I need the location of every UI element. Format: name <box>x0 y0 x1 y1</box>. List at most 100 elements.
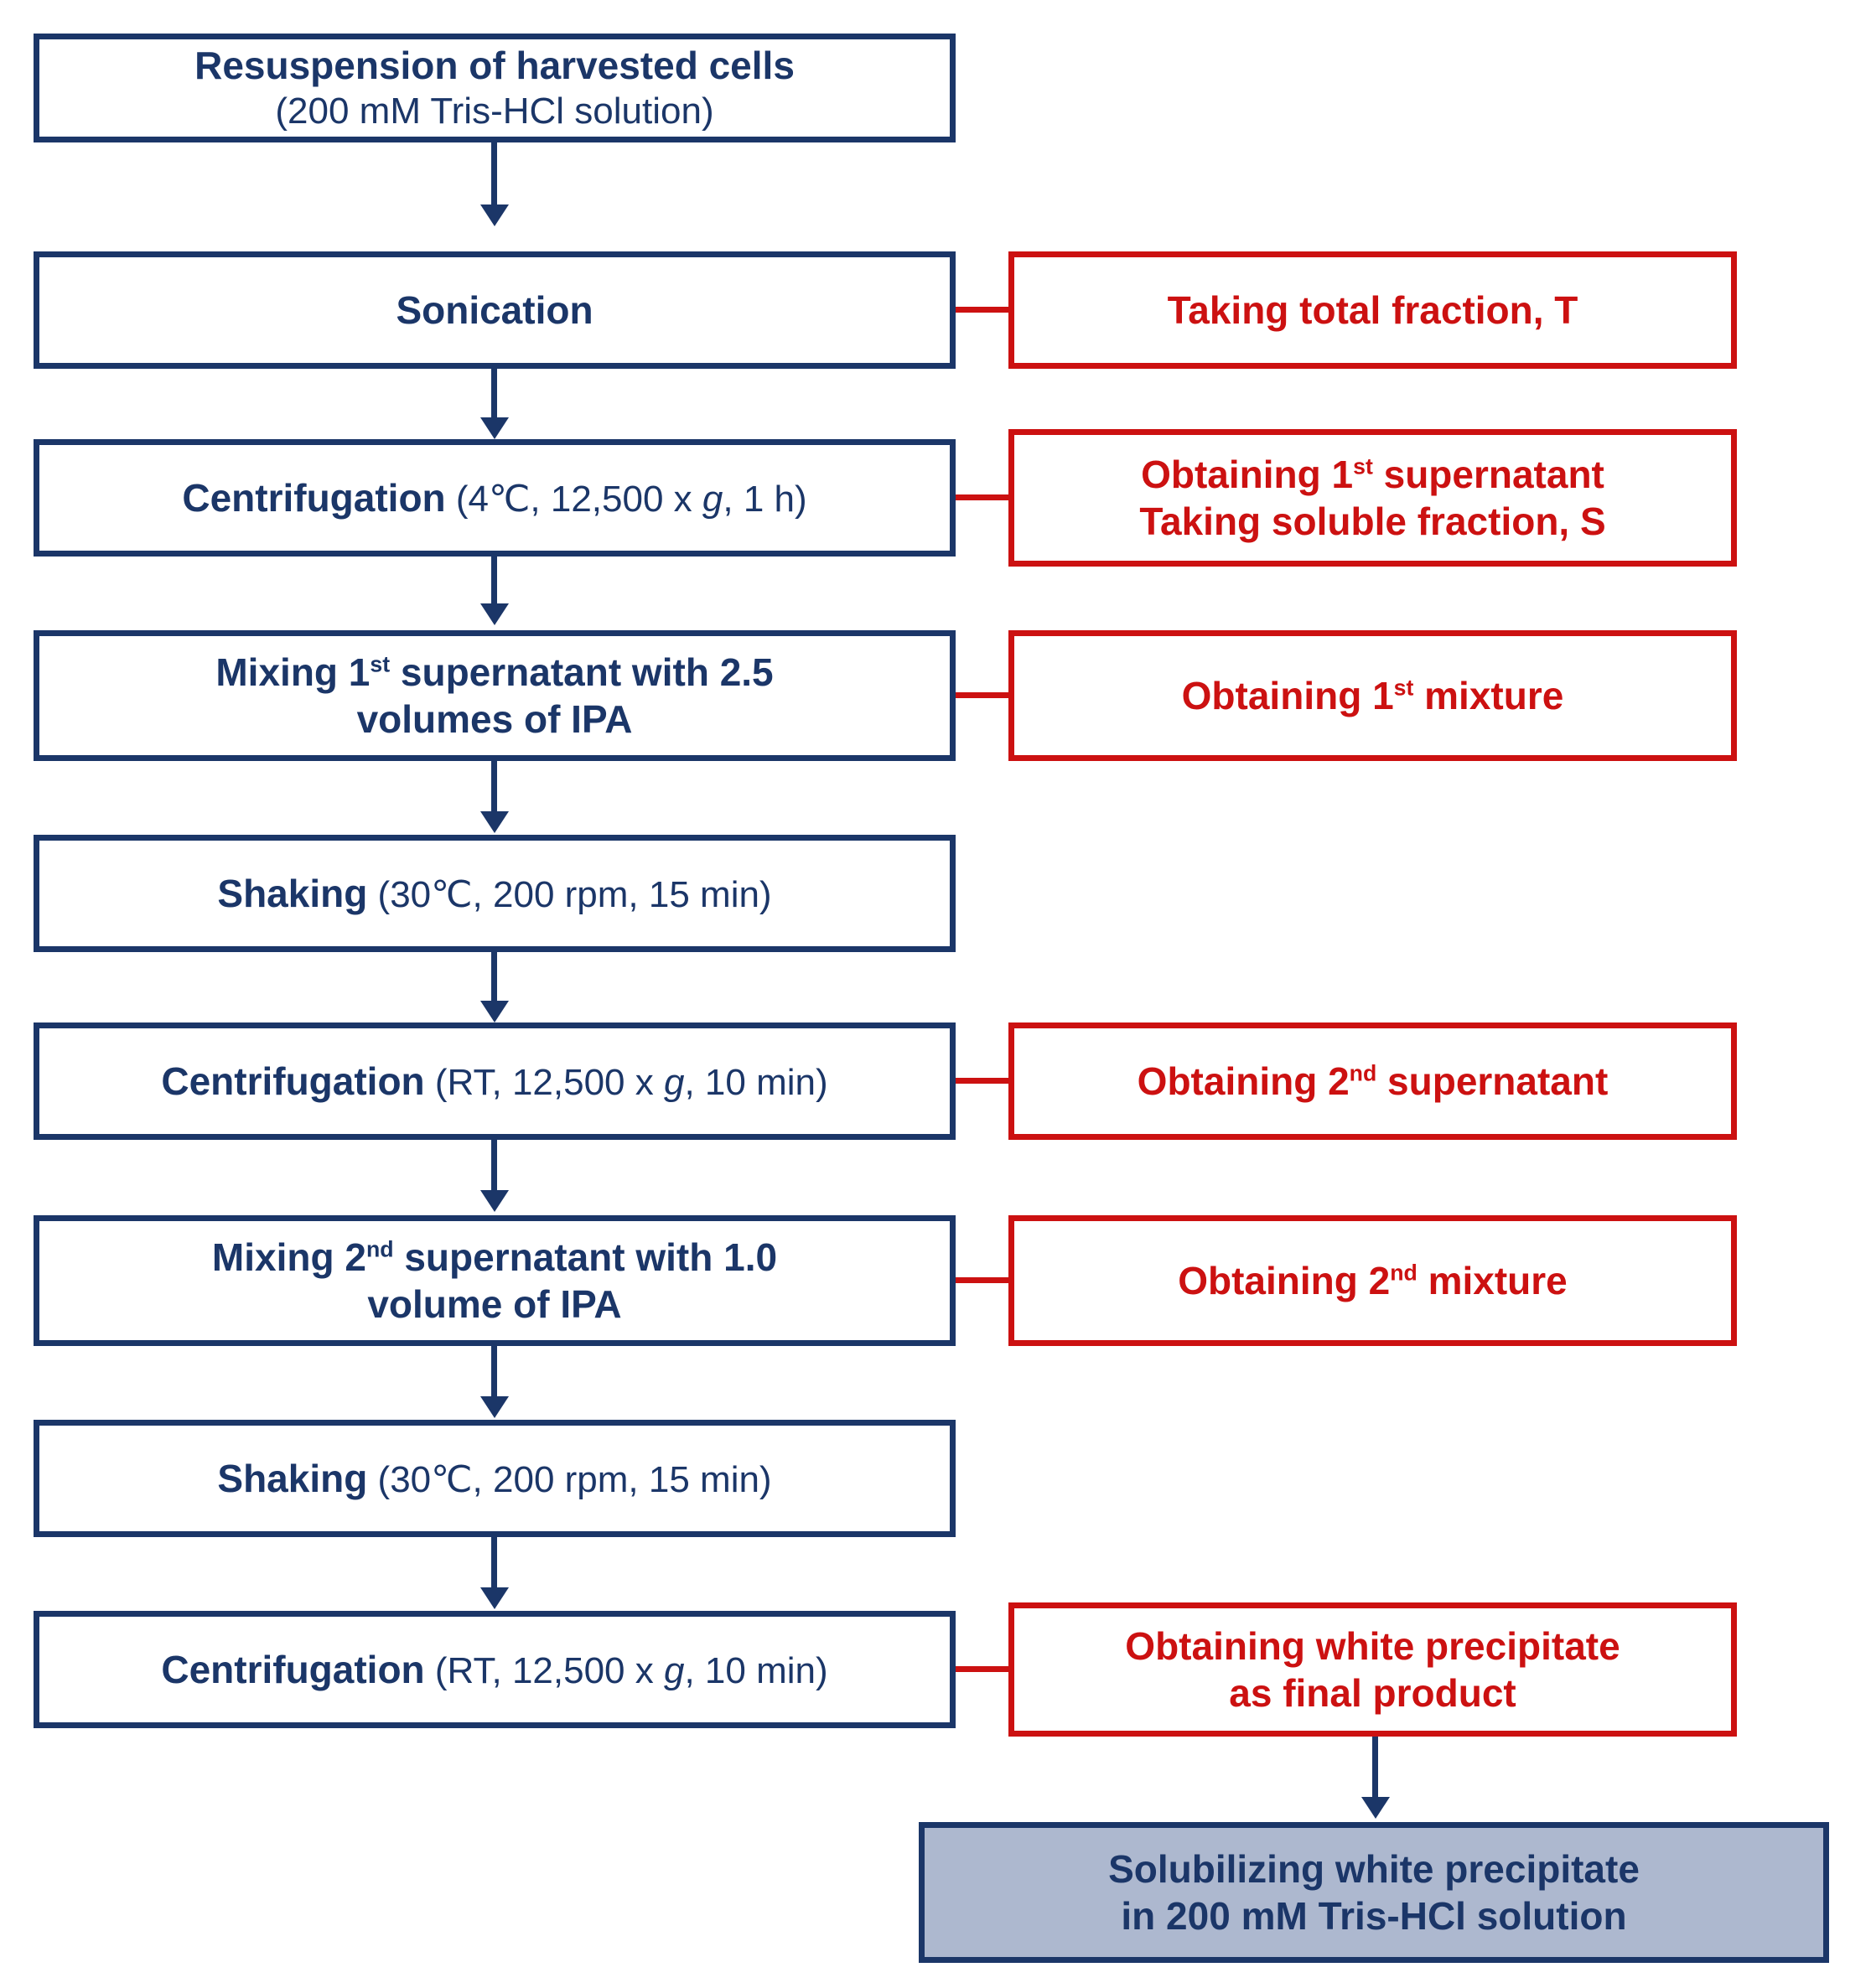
note-box-first-supernatant[interactable]: Obtaining 1st supernatant Taking soluble… <box>1008 429 1737 567</box>
connector-centrifugation-2-to-mixing-2 <box>491 1140 497 1192</box>
note-first-mixture-text: Obtaining 1st mixture <box>1014 672 1731 719</box>
connector-mixing-1-to-note <box>956 692 1014 698</box>
note-box-second-supernatant[interactable]: Obtaining 2nd supernatant <box>1008 1022 1737 1140</box>
connector-shaking-2-to-centrifugation-3 <box>491 1537 497 1589</box>
process-box-resuspension-text: Resuspension of harvested cells (200 mM … <box>39 42 950 134</box>
note-box-second-mixture[interactable]: Obtaining 2nd mixture <box>1008 1215 1737 1346</box>
process-box-mixing-1[interactable]: Mixing 1st supernatant with 2.5 volumes … <box>34 630 956 761</box>
mixing-2-ordinal: nd <box>365 1236 394 1262</box>
connector-mixing-2-to-note <box>956 1277 1014 1283</box>
resuspension-line-2: (200 mM Tris-HCl solution) <box>275 91 714 132</box>
mixing-2-line-1-pre: Mixing 2 <box>211 1235 366 1279</box>
connector-sonication-to-note-total-fraction <box>956 307 1014 313</box>
arrowhead-to-final <box>1361 1797 1390 1819</box>
resuspension-line-1: Resuspension of harvested cells <box>194 44 795 88</box>
arrowhead-to-sonication <box>480 204 509 226</box>
shaking-2-text: Shaking (30℃, 200 rpm, 15 min) <box>39 1455 950 1503</box>
mixing-1-text: Mixing 1st supernatant with 2.5 volumes … <box>39 649 950 743</box>
connector-centrifugation-2-to-note <box>956 1078 1014 1084</box>
centrifugation-1-text: Centrifugation (4℃, 12,500 x g, 1 h) <box>39 474 950 522</box>
process-box-centrifugation-2[interactable]: Centrifugation (RT, 12,500 x g, 10 min) <box>34 1022 956 1140</box>
connector-mixing-1-to-shaking-1 <box>491 761 497 813</box>
centrifugation-2-g-symbol: g <box>663 1061 685 1103</box>
shaking-2-bold: Shaking <box>217 1456 368 1500</box>
centrifugation-3-text: Centrifugation (RT, 12,500 x g, 10 min) <box>39 1646 950 1694</box>
connector-resuspension-to-sonication <box>491 142 497 204</box>
arrowhead-to-mixing-1 <box>480 603 509 625</box>
connector-centrifugation-1-to-mixing-1 <box>491 557 497 605</box>
shaking-2-params: (30℃, 200 rpm, 15 min) <box>367 1458 772 1500</box>
mixing-2-line-1-post: supernatant with 1.0 <box>393 1235 778 1279</box>
centrifugation-1-params-pre: (4℃, 12,500 x <box>445 478 702 520</box>
centrifugation-2-text: Centrifugation (RT, 12,500 x g, 10 min) <box>39 1058 950 1105</box>
centrifugation-1-g-symbol: g <box>702 478 723 520</box>
arrowhead-to-shaking-1 <box>480 811 509 833</box>
connector-note-to-final <box>1372 1737 1378 1799</box>
note-first-mixture-ordinal: st <box>1393 675 1414 701</box>
process-box-centrifugation-1[interactable]: Centrifugation (4℃, 12,500 x g, 1 h) <box>34 439 956 557</box>
process-box-shaking-1[interactable]: Shaking (30℃, 200 rpm, 15 min) <box>34 835 956 952</box>
note-second-mixture-ordinal: nd <box>1390 1260 1418 1286</box>
note-first-supernatant-line-2: Taking soluble fraction, S <box>1139 500 1606 543</box>
note-first-supernatant-line-1: Obtaining 1st supernatant <box>1141 453 1604 496</box>
connector-sonication-to-centrifugation-1 <box>491 369 497 419</box>
process-box-centrifugation-3[interactable]: Centrifugation (RT, 12,500 x g, 10 min) <box>34 1611 956 1728</box>
final-line-1: Solubilizing white precipitate <box>1108 1846 1640 1891</box>
note-first-supernatant-line-1-pre: Obtaining 1 <box>1141 452 1354 496</box>
note-first-supernatant-text: Obtaining 1st supernatant Taking soluble… <box>1014 451 1731 545</box>
mixing-1-line-1-post: supernatant with 2.5 <box>390 650 774 694</box>
mixing-1-line-1: Mixing 1st supernatant with 2.5 <box>215 650 773 694</box>
connector-centrifugation-3-to-note <box>956 1666 1014 1672</box>
centrifugation-2-params-post: , 10 min) <box>684 1061 828 1103</box>
note-second-supernatant-post: supernatant <box>1376 1059 1609 1103</box>
note-second-supernatant-text: Obtaining 2nd supernatant <box>1014 1058 1731 1105</box>
note-second-mixture-text: Obtaining 2nd mixture <box>1014 1257 1731 1304</box>
note-box-total-fraction[interactable]: Taking total fraction, T <box>1008 251 1737 369</box>
note-first-supernatant-ordinal: st <box>1353 453 1373 479</box>
mixing-1-line-2: volumes of IPA <box>356 697 633 741</box>
note-first-mixture-post: mixture <box>1413 673 1564 717</box>
mixing-1-line-1-pre: Mixing 1 <box>215 650 371 694</box>
arrowhead-to-centrifugation-2 <box>480 1001 509 1022</box>
note-box-white-precipitate[interactable]: Obtaining white precipitate as final pro… <box>1008 1602 1737 1737</box>
note-white-precipitate-line-2: as final product <box>1229 1671 1516 1715</box>
centrifugation-3-bold: Centrifugation <box>161 1647 425 1691</box>
final-box-text: Solubilizing white precipitate in 200 mM… <box>925 1846 1823 1939</box>
shaking-1-params: (30℃, 200 rpm, 15 min) <box>367 873 772 915</box>
note-total-fraction-text: Taking total fraction, T <box>1167 287 1578 332</box>
note-box-first-mixture[interactable]: Obtaining 1st mixture <box>1008 630 1737 761</box>
note-second-mixture-post: mixture <box>1417 1258 1568 1302</box>
connector-shaking-1-to-centrifugation-2 <box>491 952 497 1002</box>
note-first-mixture-pre: Obtaining 1 <box>1181 673 1394 717</box>
note-second-mixture-pre: Obtaining 2 <box>1178 1258 1391 1302</box>
note-first-supernatant-line-1-post: supernatant <box>1372 452 1604 496</box>
centrifugation-1-params-post: , 1 h) <box>723 478 807 520</box>
arrowhead-to-shaking-2 <box>480 1396 509 1418</box>
final-line-2: in 200 mM Tris-HCl solution <box>1121 1894 1627 1938</box>
mixing-1-ordinal: st <box>370 651 391 677</box>
process-box-shaking-2[interactable]: Shaking (30℃, 200 rpm, 15 min) <box>34 1420 956 1537</box>
mixing-2-line-1: Mixing 2nd supernatant with 1.0 <box>212 1235 777 1279</box>
connector-mixing-2-to-shaking-2 <box>491 1346 497 1398</box>
shaking-1-bold: Shaking <box>217 871 368 915</box>
connector-centrifugation-1-to-note <box>956 494 1014 500</box>
arrowhead-to-centrifugation-1 <box>480 417 509 439</box>
centrifugation-2-bold: Centrifugation <box>161 1059 425 1103</box>
process-box-mixing-2[interactable]: Mixing 2nd supernatant with 1.0 volume o… <box>34 1215 956 1346</box>
centrifugation-3-params-post: , 10 min) <box>684 1649 828 1691</box>
arrowhead-to-centrifugation-3 <box>480 1587 509 1609</box>
centrifugation-2-params-pre: (RT, 12,500 x <box>424 1061 664 1103</box>
sonication-label: Sonication <box>396 287 593 332</box>
process-box-resuspension[interactable]: Resuspension of harvested cells (200 mM … <box>34 34 956 142</box>
mixing-2-line-2: volume of IPA <box>367 1282 622 1326</box>
note-white-precipitate-line-1: Obtaining white precipitate <box>1125 1623 1620 1668</box>
note-white-precipitate-text: Obtaining white precipitate as final pro… <box>1014 1623 1731 1716</box>
arrowhead-to-mixing-2 <box>480 1190 509 1212</box>
centrifugation-1-bold: Centrifugation <box>182 475 446 520</box>
shaking-1-text: Shaking (30℃, 200 rpm, 15 min) <box>39 870 950 918</box>
centrifugation-3-params-pre: (RT, 12,500 x <box>424 1649 664 1691</box>
mixing-2-text: Mixing 2nd supernatant with 1.0 volume o… <box>39 1234 950 1328</box>
process-box-sonication[interactable]: Sonication <box>34 251 956 369</box>
final-box-solubilizing[interactable]: Solubilizing white precipitate in 200 mM… <box>919 1822 1829 1963</box>
